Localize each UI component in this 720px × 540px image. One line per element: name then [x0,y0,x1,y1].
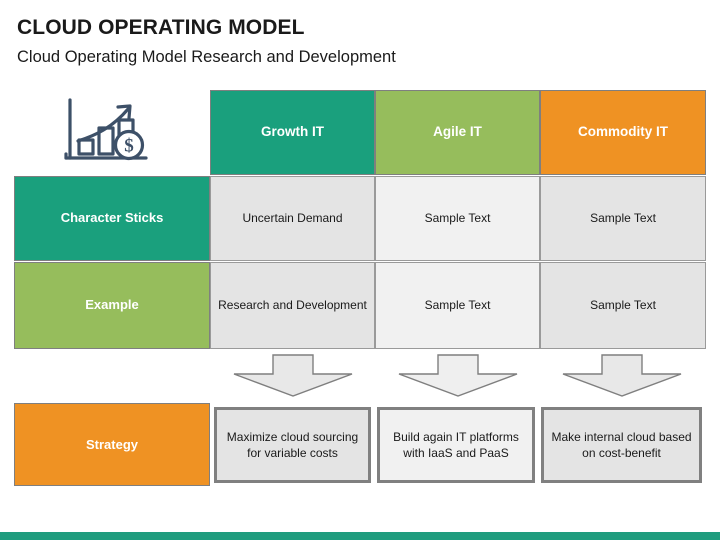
row-label-strategy[interactable]: Strategy [14,403,210,486]
strategy-box[interactable]: Make internal cloud based on cost-benefi… [541,407,702,483]
strategy-box[interactable]: Maximize cloud sourcing for variable cos… [214,407,371,483]
footer-accent-bar [0,532,720,540]
growth-chart-dollar-icon: $ [60,96,152,168]
table-cell[interactable]: Sample Text [375,176,540,261]
column-header-growth-it[interactable]: Growth IT [210,90,375,175]
table-cell[interactable]: Sample Text [540,262,706,349]
page-title: CLOUD OPERATING MODEL [17,16,305,39]
column-header-commodity-it[interactable]: Commodity IT [540,90,706,175]
table-cell[interactable]: Uncertain Demand [210,176,375,261]
operating-model-matrix: Growth IT Agile IT Commodity IT Characte… [14,90,706,349]
svg-text:$: $ [124,136,134,157]
table-cell[interactable]: Sample Text [375,262,540,349]
strategy-box[interactable]: Build again IT platforms with IaaS and P… [377,407,535,483]
down-arrow-growth [233,354,353,397]
table-cell[interactable]: Research and Development [210,262,375,349]
table-cell[interactable]: Sample Text [540,176,706,261]
column-header-agile-it[interactable]: Agile IT [375,90,540,175]
page-subtitle: Cloud Operating Model Research and Devel… [17,48,396,66]
down-arrow-commodity [562,354,682,397]
row-label-example[interactable]: Example [14,262,210,349]
strategy-row: Strategy Maximize cloud sourcing for var… [14,403,706,486]
row-label-character-sticks[interactable]: Character Sticks [14,176,210,261]
down-arrow-agile [398,354,518,397]
